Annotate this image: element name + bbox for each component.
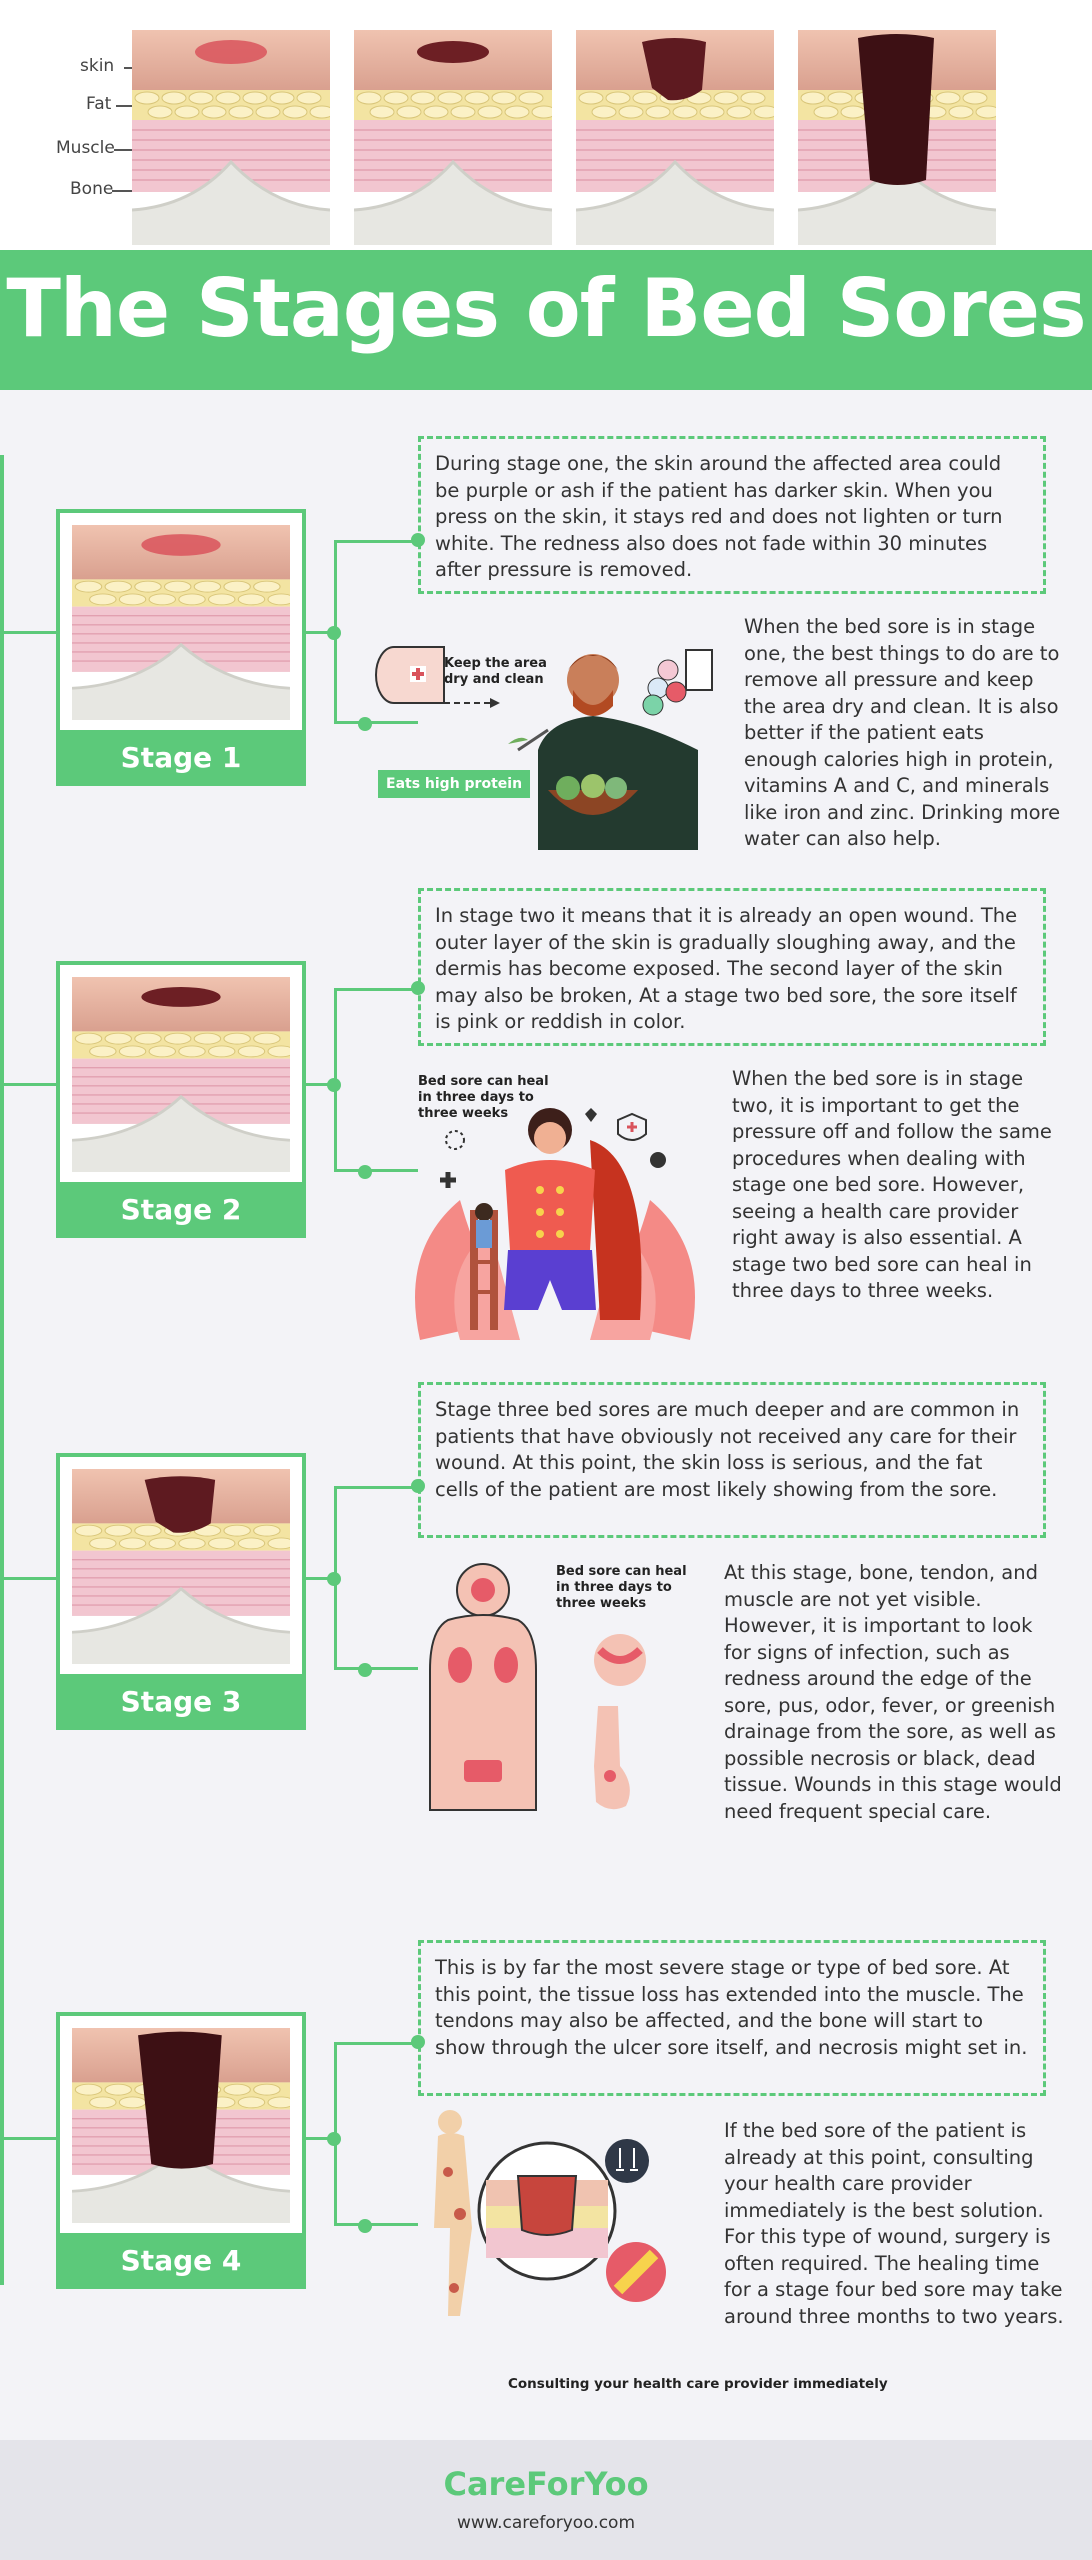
stage-4-label: Stage 4 — [56, 2233, 306, 2289]
timeline-connector — [0, 2137, 60, 2140]
timeline-dot — [327, 626, 341, 640]
skin-layers-stage2-image — [354, 30, 552, 245]
stage-1-description: During stage one, the skin around the af… — [418, 436, 1046, 594]
footer — [0, 2440, 1092, 2560]
bracket-connector — [306, 1083, 334, 1086]
timeline-dot — [358, 717, 372, 731]
foot-wound-icon — [594, 1706, 630, 1810]
body-side-view-illustration — [434, 2110, 472, 2316]
bracket-connector — [306, 1577, 334, 1580]
timeline-connector — [0, 1577, 60, 1580]
timeline-dot — [358, 1663, 372, 1677]
bandage-roll-icon — [375, 646, 445, 704]
layer-pointer — [112, 190, 138, 192]
stage-4-bracket — [334, 2042, 418, 2226]
timeline-connector — [0, 1083, 60, 1086]
stage-3-tip: At this stage, bone, tendon, and muscle … — [724, 1561, 1062, 1823]
stage-3-card: Stage 3 — [56, 1453, 306, 1730]
stage-3-bracket — [334, 1486, 418, 1670]
stage-3-tissue-image — [72, 1469, 290, 1664]
elbow-wound-icon — [594, 1634, 646, 1686]
illustration-label: Consulting your health care provider imm… — [508, 2376, 888, 2392]
man-eating-healthy-food-illustration — [508, 649, 713, 850]
stage-1-tip: When the bed sore is in stage one, the b… — [744, 615, 1061, 850]
timeline-spine — [0, 455, 4, 2285]
stage-2-tip: When the bed sore is in stage two, it is… — [732, 1067, 1052, 1302]
skin-layers-stage3-image — [576, 30, 774, 245]
bracket-connector — [306, 631, 334, 634]
stage-1-label: Stage 1 — [56, 730, 306, 786]
layer-label-fat: Fat — [86, 94, 112, 114]
stage-1-card: Stage 1 — [56, 509, 306, 786]
bandage-wound-icon — [606, 2242, 666, 2302]
stage-4-tissue-image — [72, 2028, 290, 2223]
stage-3-label: Stage 3 — [56, 1674, 306, 1730]
arrow-icon — [444, 698, 500, 708]
layer-label-bone: Bone — [70, 179, 114, 199]
stage-4-description: This is by far the most severe stage or … — [418, 1940, 1046, 2096]
stage-1-tissue-image — [72, 525, 290, 720]
timeline-dot — [327, 1078, 341, 1092]
title-banner — [0, 250, 1092, 390]
stage-2-card: Stage 2 — [56, 961, 306, 1238]
layer-pointer — [114, 149, 138, 151]
stage-2-description: In stage two it means that it is already… — [418, 888, 1046, 1046]
layer-pointer — [124, 67, 138, 69]
brand-logo: CareForYoo — [443, 2465, 649, 2503]
illustration-label: Bed sore can heal in three days to three… — [556, 1564, 687, 1611]
surgical-tools-icon — [605, 2139, 649, 2183]
layer-pointer — [116, 105, 138, 107]
stage-2-label: Stage 2 — [56, 1182, 306, 1238]
timeline-dot — [327, 1572, 341, 1586]
stage-3-description: Stage three bed sores are much deeper an… — [418, 1382, 1046, 1538]
skin-layers-stage4-image — [798, 30, 996, 245]
timeline-dot — [358, 1165, 372, 1179]
eats-high-protein-chip: Eats high protein — [378, 770, 531, 798]
layer-label-skin: skin — [80, 56, 115, 76]
website-url: www.careforyoo.com — [456, 2513, 636, 2533]
stage-4-tip: If the bed sore of the patient is alread… — [724, 2119, 1064, 2328]
illustration-label: Keep the area dry and clean — [444, 656, 547, 687]
layer-label-muscle: Muscle — [56, 138, 115, 158]
bracket-connector — [306, 2137, 334, 2140]
timeline-dot — [358, 2219, 372, 2233]
stage-2-tissue-image — [72, 977, 290, 1172]
deep-wound-magnified-illustration — [477, 2141, 617, 2281]
stage-4-card: Stage 4 — [56, 2012, 306, 2289]
illustration-label: Bed sore can heal in three days to three… — [418, 1074, 549, 1121]
timeline-connector — [0, 631, 60, 634]
page-title: The Stages of Bed Sores — [6, 262, 1086, 355]
timeline-dot — [327, 2132, 341, 2146]
skin-layers-stage1-image — [132, 30, 330, 245]
body-pressure-points-illustration — [429, 1563, 537, 1811]
healing-superhero-illustration — [415, 1108, 695, 1340]
